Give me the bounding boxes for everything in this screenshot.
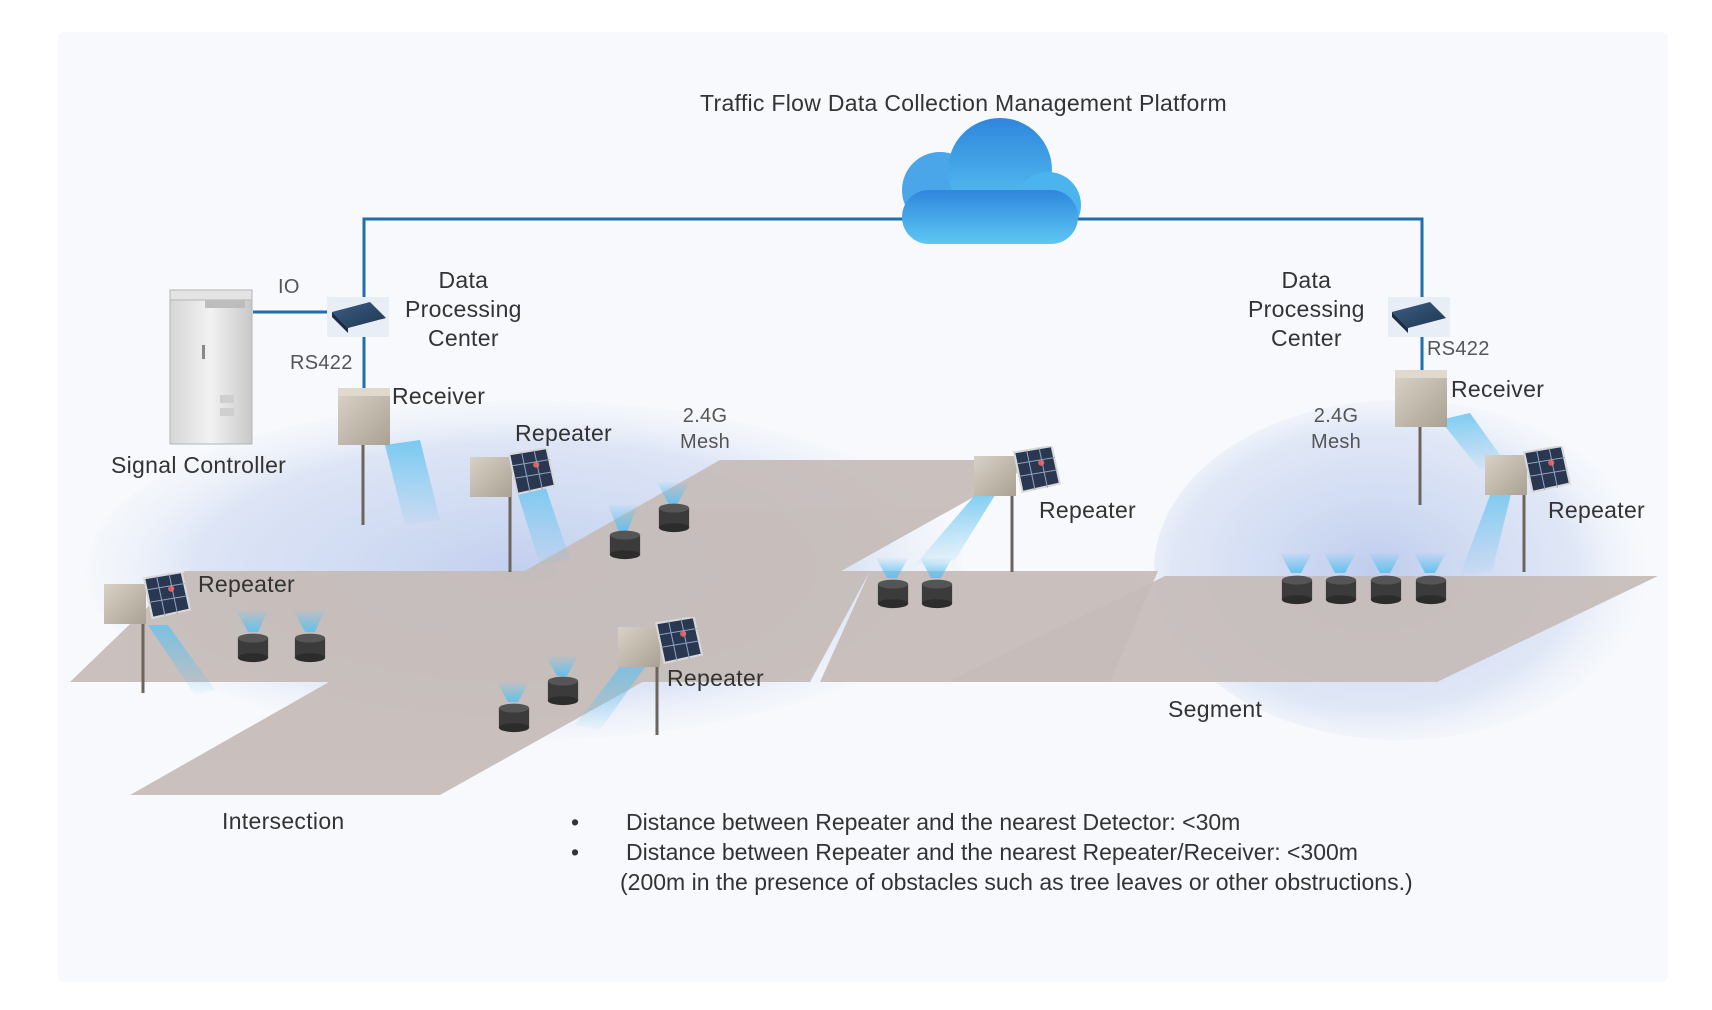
- detector-icon: [877, 579, 909, 609]
- segment-label: Segment: [1168, 696, 1263, 722]
- coverage-area-segment: [1154, 400, 1646, 740]
- detector-icon: [609, 530, 641, 560]
- repeater-label-4: Repeater: [667, 665, 765, 691]
- platform-title: Traffic Flow Data Collection Management …: [700, 90, 1227, 116]
- mesh-label-left: 2.4G Mesh: [680, 403, 730, 455]
- detector-icon: [1325, 575, 1357, 605]
- dpc-left-line-1: Data: [438, 267, 489, 293]
- receiver-icon-left: [338, 388, 440, 525]
- repeater-icon-5: [1460, 446, 1571, 575]
- mesh-label-right: 2.4G Mesh: [1311, 403, 1361, 455]
- repeater-icon-4: [575, 617, 703, 735]
- note-text-3: (200m in the presence of obstacles such …: [620, 869, 1413, 895]
- data-processing-hub-icon-right: [1388, 297, 1450, 337]
- rs422-label-right: RS422: [1427, 338, 1490, 360]
- detector-icon: [294, 633, 326, 663]
- data-processing-hub-icon-left: [327, 297, 389, 337]
- mesh-left-line-1: 2.4G: [682, 405, 728, 427]
- repeater-icon-1: [470, 448, 570, 572]
- detector-icon: [658, 503, 690, 533]
- dpc-right-line-2: Processing: [1248, 296, 1365, 322]
- repeater-icon-3: [104, 572, 215, 695]
- mesh-right-line-2: Mesh: [1311, 431, 1362, 453]
- detector-icon: [921, 579, 953, 609]
- repeater-icon-2: [915, 446, 1061, 572]
- detector-group-1: [608, 482, 690, 560]
- network-link-lines: [253, 217, 1424, 390]
- detector-group-2: [236, 610, 326, 663]
- mesh-right-line-1: 2.4G: [1313, 405, 1359, 427]
- cloud-icon: [902, 118, 1081, 244]
- signal-controller-icon: [169, 289, 253, 445]
- detector-icon: [1281, 575, 1313, 605]
- bullet-2: •: [571, 839, 580, 865]
- receiver-label-left: Receiver: [392, 383, 486, 409]
- mesh-left-line-2: Mesh: [680, 431, 731, 453]
- note-item-2: • Distance between Repeater and the near…: [565, 837, 1413, 867]
- data-processing-center-label-left: Data Processing Center: [405, 266, 522, 353]
- receiver-label-right: Receiver: [1451, 376, 1545, 402]
- notes-list: • Distance between Repeater and the near…: [565, 807, 1413, 897]
- repeater-label-3: Repeater: [198, 571, 296, 597]
- note-text-1: Distance between Repeater and the neares…: [626, 809, 1241, 835]
- dpc-left-line-3: Center: [427, 325, 499, 351]
- rs422-label-left: RS422: [290, 352, 353, 374]
- note-text-2: Distance between Repeater and the neares…: [626, 839, 1358, 865]
- dpc-left-line-2: Processing: [405, 296, 522, 322]
- note-item-2-continued: (200m in the presence of obstacles such …: [565, 867, 1413, 897]
- repeater-label-5: Repeater: [1548, 497, 1646, 523]
- detector-icon: [237, 633, 269, 663]
- detector-group-4: [876, 558, 953, 609]
- detector-icon: [1415, 575, 1447, 605]
- note-item-1: • Distance between Repeater and the near…: [565, 807, 1413, 837]
- repeater-label-2: Repeater: [1039, 497, 1137, 523]
- bullet-1: •: [571, 809, 580, 835]
- detector-icon: [547, 676, 579, 706]
- segment-road: [947, 576, 1658, 682]
- detector-icon: [498, 703, 530, 733]
- data-processing-center-label-right: Data Processing Center: [1248, 266, 1365, 353]
- dpc-right-line-1: Data: [1281, 267, 1332, 293]
- detector-group-3: [497, 656, 579, 733]
- intersection-label: Intersection: [222, 808, 345, 834]
- dpc-right-line-3: Center: [1270, 325, 1342, 351]
- signal-controller-label: Signal Controller: [111, 452, 287, 478]
- repeater-label-1: Repeater: [515, 420, 613, 446]
- io-label: IO: [278, 276, 300, 298]
- detector-icon: [1370, 575, 1402, 605]
- detector-group-5: [1280, 553, 1447, 605]
